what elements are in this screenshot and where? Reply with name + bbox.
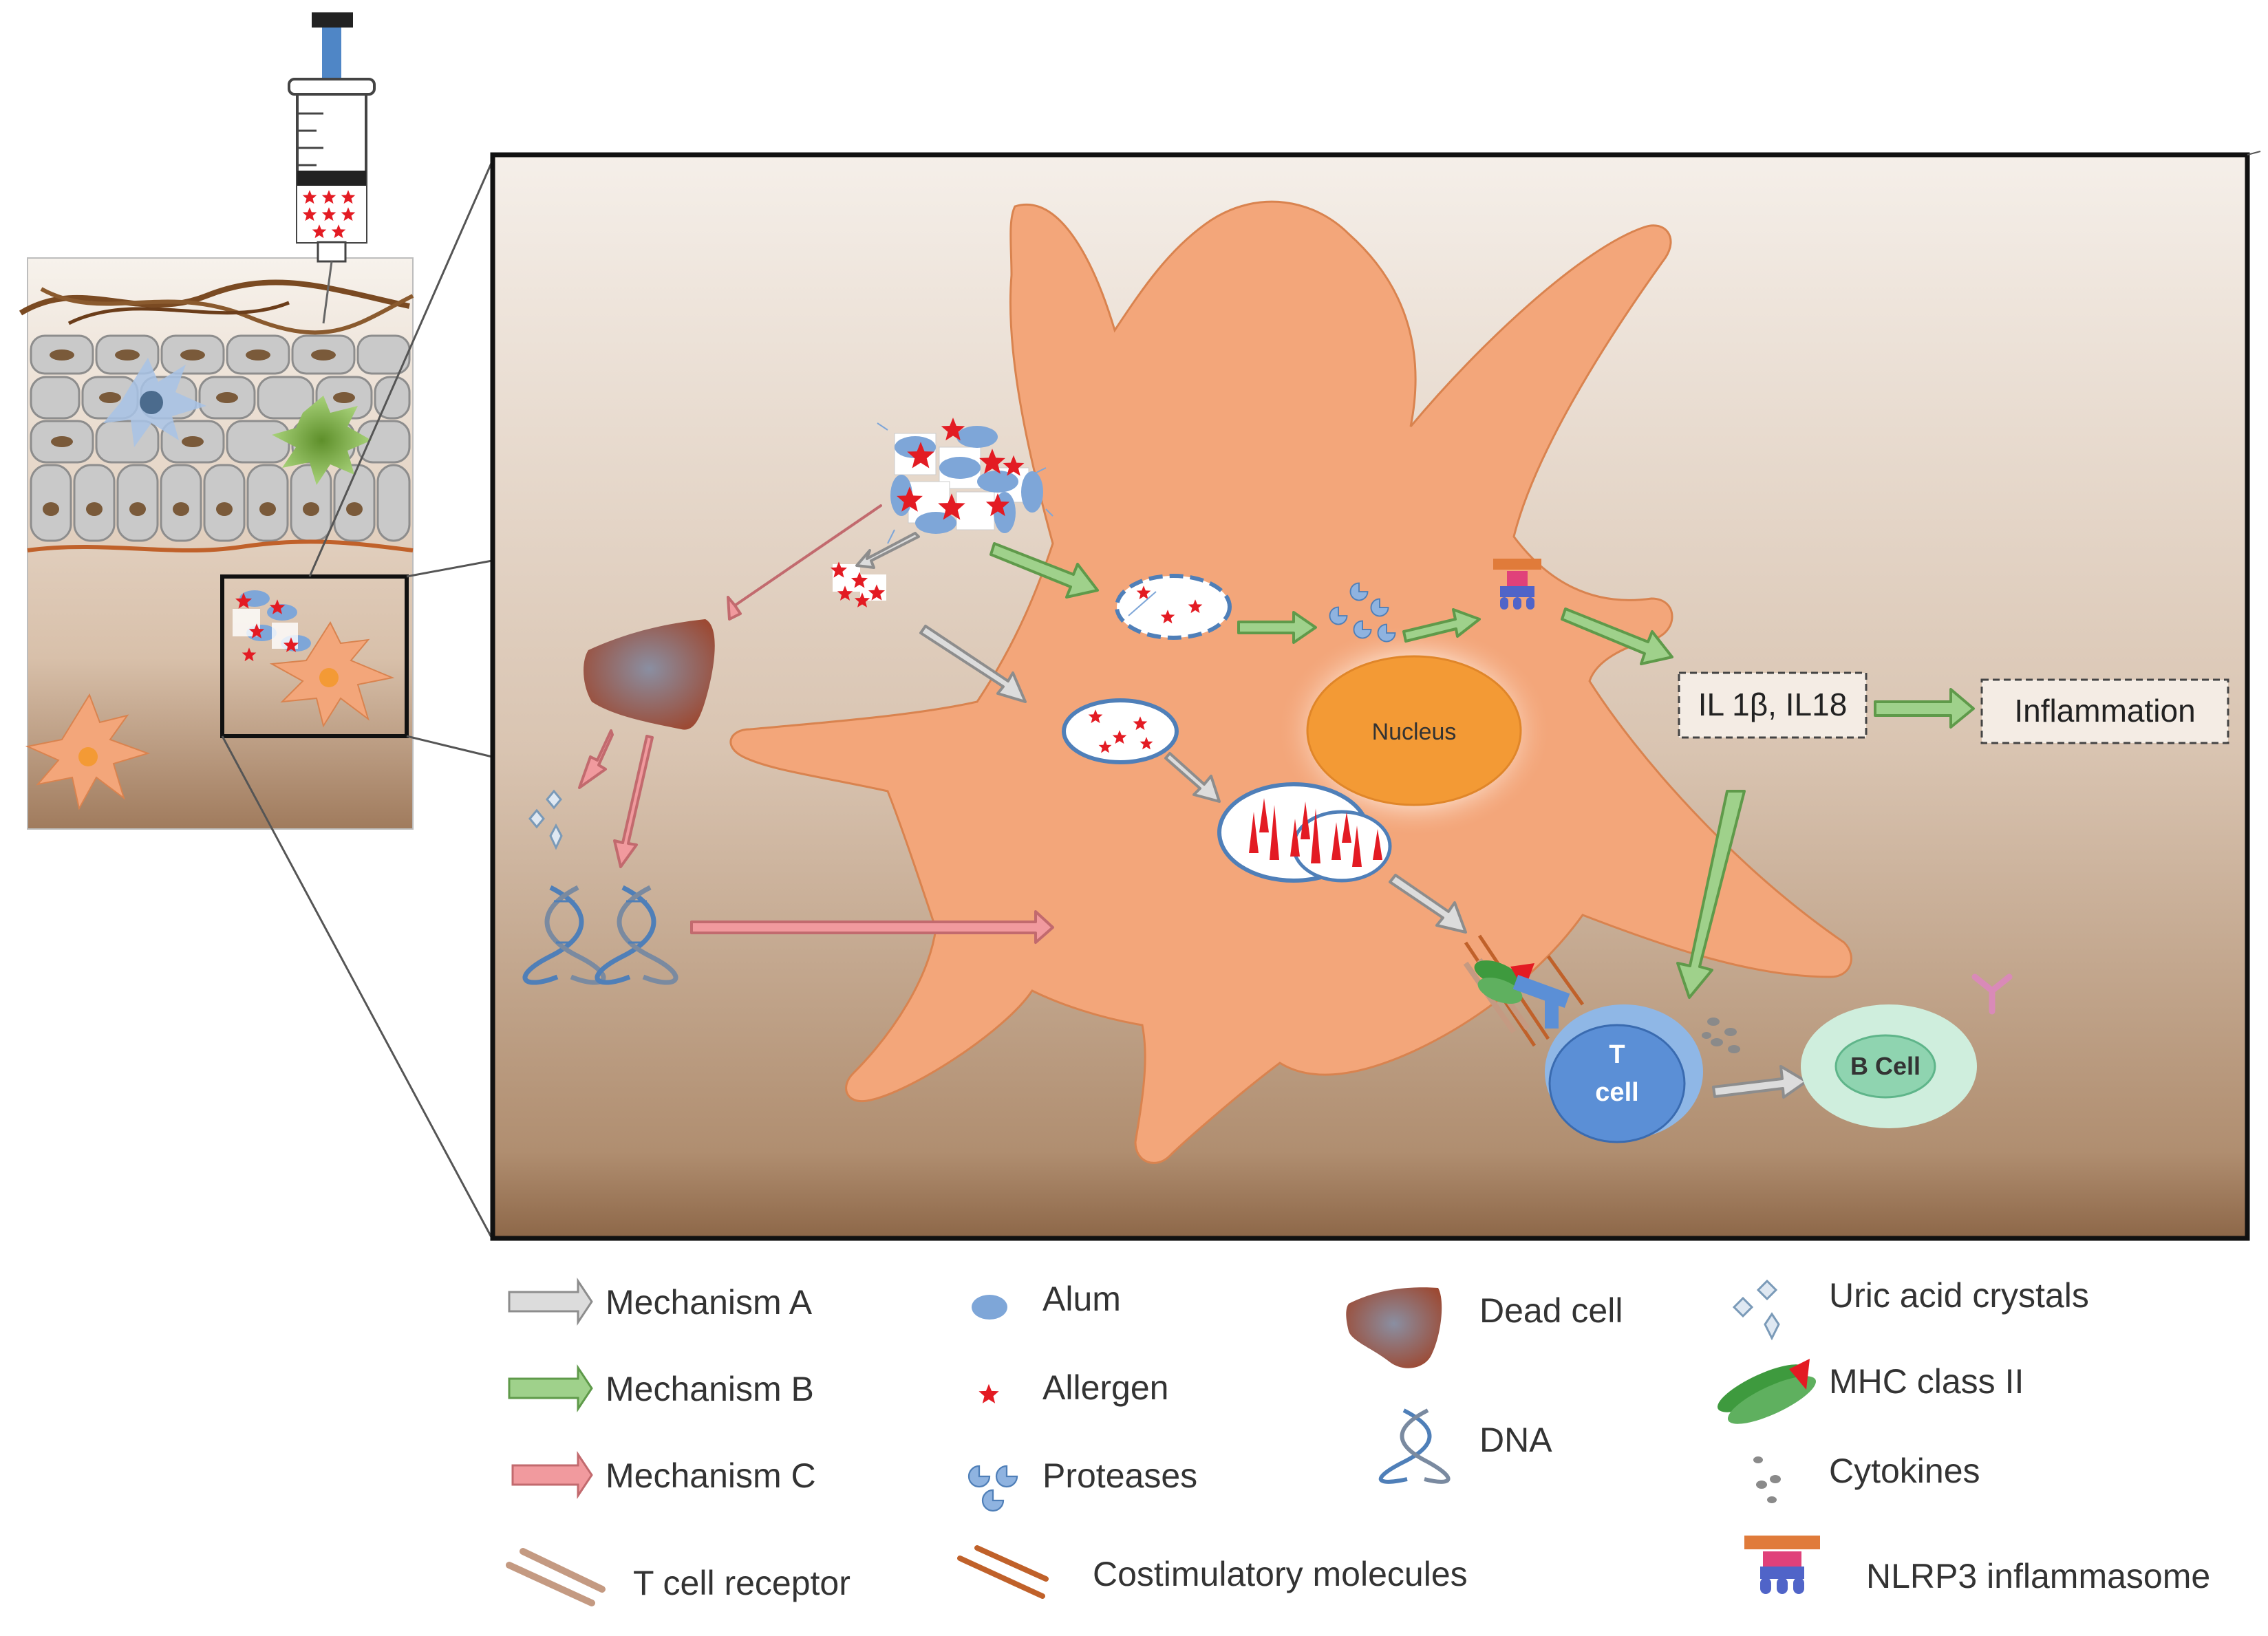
legend-label-allergen: Allergen: [1042, 1368, 1168, 1407]
arrow-mech-b-2: [1237, 611, 1317, 644]
cytokine-icon: [1753, 1456, 1781, 1503]
arrow-mech-c-3: [613, 735, 654, 868]
uric-acid-crystals: [528, 789, 563, 850]
mhc-icon: [1717, 1359, 1817, 1424]
legend-label-mechanism-b: Mechanism B: [606, 1370, 814, 1408]
gray-arrow-icon: [508, 1278, 593, 1326]
endosome-b: [1115, 574, 1232, 640]
legend-label-alum: Alum: [1042, 1280, 1121, 1318]
nucleus-label: Nucleus: [1372, 719, 1457, 745]
arrow-mech-a-5: [1712, 1065, 1808, 1099]
arrow-mech-a-1: [855, 532, 920, 569]
endosome-a: [1062, 698, 1179, 764]
secreted-cytokines: [1702, 1018, 1740, 1053]
arrow-mech-a-3: [1164, 752, 1221, 803]
green-arrow-icon: [508, 1364, 593, 1412]
inflammation-box: Inflammation: [1980, 678, 2229, 744]
arrow-mech-b-5: [1874, 688, 1975, 729]
arrow-mech-c-4: [690, 910, 1054, 944]
released-allergens: [830, 561, 886, 607]
uric-acid-icon: [1732, 1279, 1780, 1341]
legend-label-nlrp3: NLRP3 inflammasome: [1866, 1557, 2210, 1595]
il-label: IL 1β, IL18: [1698, 687, 1848, 722]
legend: Mechanism A Mechanism B Mechanism C T ce…: [506, 1276, 2210, 1606]
syringe: [288, 12, 376, 324]
dead-cell: [584, 619, 715, 730]
nucleus: Nucleus: [1276, 624, 1552, 837]
dna-icon: [1378, 1408, 1451, 1484]
t-cell: T cell: [1545, 1004, 1703, 1143]
arrow-mech-a-2: [919, 625, 1027, 703]
immunological-synapse: [1463, 934, 1585, 1047]
legend-label-tcr: T cell receptor: [633, 1564, 850, 1602]
legend-label-proteases: Proteases: [1042, 1456, 1197, 1495]
arrow-mech-c-2: [578, 729, 614, 789]
arrow-mech-b-6: [1676, 790, 1746, 999]
legend-label-cytokines: Cytokines: [1829, 1452, 1980, 1490]
t-cell-label-2: cell: [1595, 1078, 1638, 1107]
legend-label-mhc: MHC class II: [1829, 1362, 2024, 1401]
dna-strands: [522, 885, 678, 985]
epidermal-cells: [30, 334, 411, 542]
b-cell: B Cell: [1801, 1004, 1977, 1128]
phagolysosome: [1217, 782, 1392, 883]
legend-label-dead-cell: Dead cell: [1479, 1291, 1623, 1330]
legend-label-uric-acid: Uric acid crystals: [1829, 1276, 2089, 1315]
skin-inset: [19, 161, 493, 1239]
arrow-mech-c-1: [727, 504, 882, 621]
alum-icon: [972, 1295, 1007, 1320]
dead-cell-icon: [1346, 1287, 1442, 1368]
legend-label-dna: DNA: [1479, 1421, 1552, 1459]
pink-arrow-icon: [511, 1451, 593, 1499]
alum-allergen-aggregate: [877, 418, 1053, 544]
arrow-mech-b-4: [1561, 607, 1673, 665]
antibody-icon: [1971, 973, 2013, 1015]
b-cell-label: B Cell: [1850, 1052, 1921, 1080]
arrow-mech-a-4: [1389, 874, 1467, 934]
nlrp3-inflammasome: [1493, 559, 1541, 610]
il-cytokine-box: IL 1β, IL18: [1678, 671, 1868, 739]
costim-icon: [957, 1545, 1049, 1599]
inflammation-label: Inflammation: [2014, 693, 2195, 729]
tcr-icon: [506, 1548, 606, 1606]
nlrp3-icon: [1744, 1536, 1820, 1594]
legend-label-mechanism-c: Mechanism C: [606, 1456, 816, 1495]
legend-label-costim: Costimulatory molecules: [1093, 1555, 1468, 1593]
protease-icon: [967, 1465, 1018, 1512]
mini-alum-aggregate: [233, 590, 311, 662]
arrow-mech-b-3: [1402, 608, 1481, 643]
t-cell-label-1: T: [1609, 1040, 1625, 1069]
legend-label-mechanism-a: Mechanism A: [606, 1283, 813, 1322]
arrow-mech-b-1: [989, 542, 1099, 599]
allergen-icon: [978, 1384, 999, 1403]
arrows: [578, 504, 1975, 1099]
